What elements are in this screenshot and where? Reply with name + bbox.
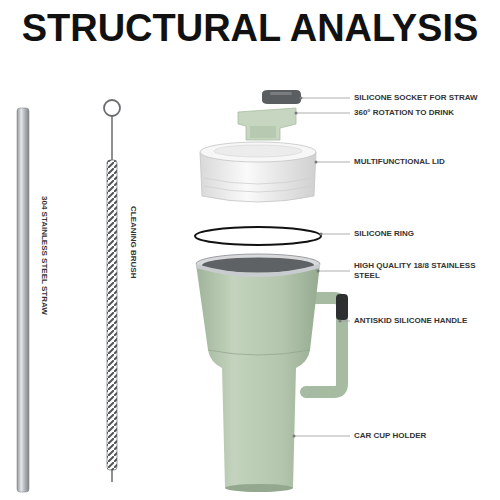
part-label: MULTIFUNCTIONAL LID bbox=[354, 157, 494, 167]
part-label-vertical: CLEANING BRUSH bbox=[128, 206, 138, 278]
cup-body bbox=[196, 254, 320, 492]
straw bbox=[17, 108, 29, 492]
silicone-ring bbox=[195, 227, 321, 245]
title: STRUCTURAL ANALYSIS bbox=[22, 8, 479, 50]
part-label: ANTISKID SILICONE HANDLE bbox=[354, 316, 494, 326]
part-label: SILICONE RING bbox=[354, 229, 494, 239]
part-label: CAR CUP HOLDER bbox=[354, 431, 494, 441]
straw-socket bbox=[262, 90, 301, 104]
lid bbox=[200, 142, 316, 202]
part-label: HIGH QUALITY 18/8 STAINLESS STEEL bbox=[354, 261, 494, 280]
handle-grip bbox=[336, 294, 348, 320]
part-label-vertical: 304 STAINLESS STEEL STRAW bbox=[39, 196, 49, 315]
leader-lines bbox=[293, 97, 351, 438]
part-label: SILICONE SOCKET FOR STRAW bbox=[354, 93, 494, 103]
part-label: 360° ROTATION TO DRINK bbox=[354, 108, 494, 118]
cleaning-brush bbox=[104, 100, 120, 482]
rotating-cover bbox=[238, 108, 296, 140]
